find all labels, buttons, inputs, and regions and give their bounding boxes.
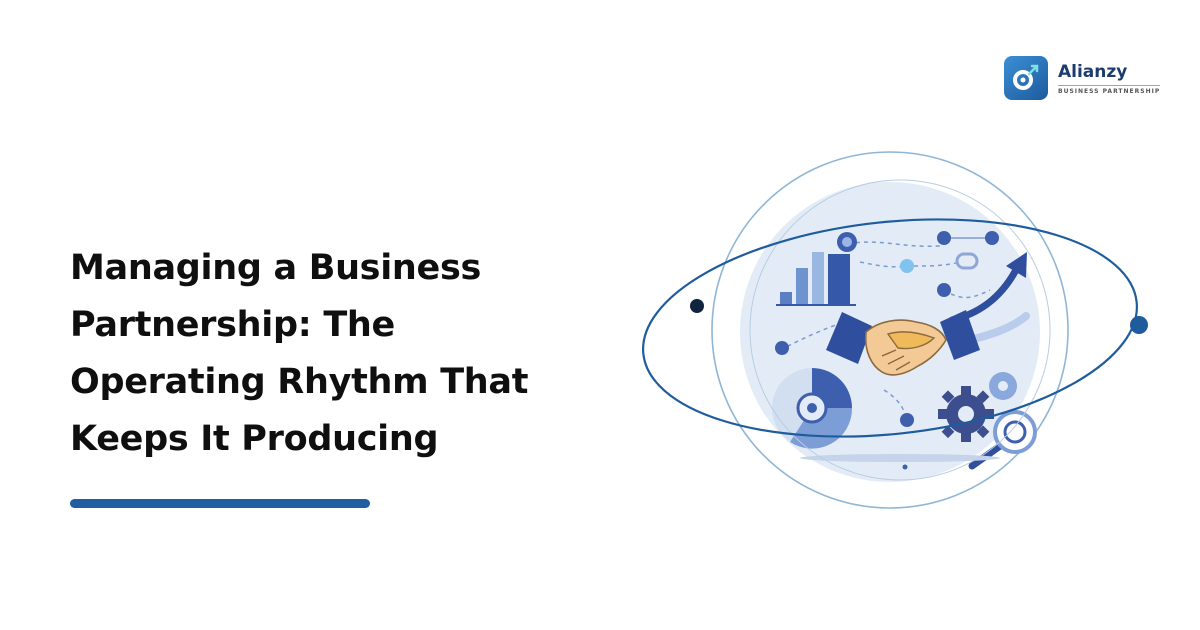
node-dot-icon — [900, 259, 914, 273]
brand-badge-icon — [1004, 56, 1048, 100]
node-dot-icon — [775, 341, 789, 355]
outer-orbit-circle — [711, 151, 1069, 509]
orbit-ellipse — [642, 218, 1138, 438]
accent-underline-bar — [70, 499, 370, 508]
handshake-icon — [826, 310, 980, 376]
brand-logo: Alianzy BUSINESS PARTNERSHIP — [1004, 56, 1161, 100]
partnership-illustration — [642, 151, 1148, 509]
brand-name: Alianzy — [1058, 62, 1161, 86]
node-dot-icon — [937, 283, 951, 297]
brand-tagline: BUSINESS PARTNERSHIP — [1058, 87, 1161, 95]
pie-chart-icon — [772, 368, 853, 449]
node-dot-icon — [900, 413, 914, 427]
node-dot-icon — [937, 231, 951, 245]
orbit-dot-blue — [1130, 316, 1148, 334]
headline: Managing a Business Partnership: The Ope… — [70, 248, 529, 459]
inner-circle-outline — [749, 179, 1051, 481]
chain-link-icon — [955, 252, 979, 270]
bar-chart-icon — [776, 252, 856, 306]
node-dot-icon — [985, 231, 999, 245]
base-shadow — [800, 454, 1000, 462]
orbit-dot-dark — [690, 299, 704, 313]
